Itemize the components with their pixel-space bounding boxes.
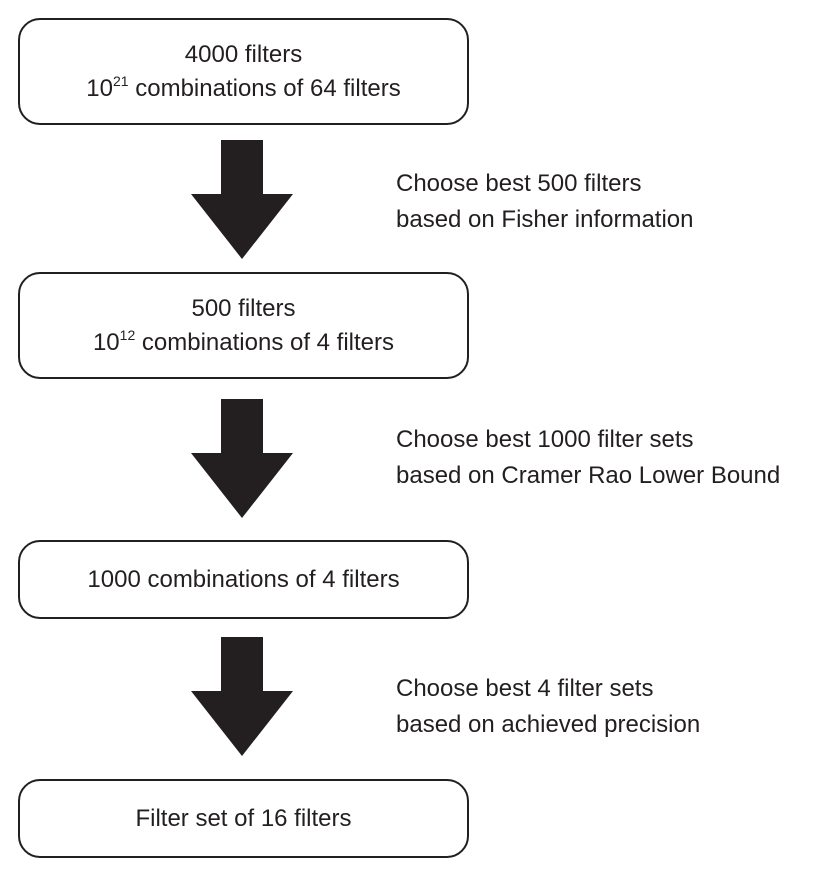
stage-box-500-filters: 500 filters 1012 combinations of 4 filte… [18, 272, 469, 379]
down-arrow-icon [191, 140, 293, 259]
stage-box-title: Filter set of 16 filters [135, 804, 352, 832]
stage-box-combinations: 1021 combinations of 64 filters [86, 72, 400, 106]
stage-box-4000-filters: 4000 filters 1021 combinations of 64 fil… [18, 18, 469, 125]
step-label-cramer-rao: Choose best 1000 filter sets based on Cr… [396, 422, 780, 494]
step-label-line: based on achieved precision [396, 711, 701, 738]
exponent-base: 10 [92, 328, 120, 356]
step-label-precision: Choose best 4 filter sets based on achie… [396, 671, 700, 743]
exponent: 12 [119, 326, 136, 343]
step-label-line: based on Cramer Rao Lower Bound [396, 462, 781, 489]
stage-box-title: 1000 combinations of 4 filters [87, 565, 400, 593]
down-arrow-icon [191, 399, 293, 518]
exponent: 21 [112, 72, 129, 89]
step-label-line: Choose best 4 filter sets [396, 675, 654, 702]
stage-box-final-filter-set: Filter set of 16 filters [18, 779, 469, 858]
exponent-base: 10 [86, 74, 113, 102]
step-label-line: based on Fisher information [396, 206, 694, 233]
combinations-text: combinations of 4 filters [135, 328, 395, 356]
stage-box-title: 4000 filters [184, 40, 303, 68]
step-label-line: Choose best 500 filters [396, 170, 642, 197]
step-label-line: Choose best 1000 filter sets [396, 426, 694, 453]
down-arrow-icon [191, 637, 293, 756]
step-label-fisher: Choose best 500 filters based on Fisher … [396, 166, 694, 238]
combinations-text: combinations of 64 filters [128, 74, 401, 102]
stage-box-combinations: 1012 combinations of 4 filters [93, 326, 394, 360]
stage-box-1000-combinations: 1000 combinations of 4 filters [18, 540, 469, 619]
stage-box-title: 500 filters [191, 294, 296, 322]
